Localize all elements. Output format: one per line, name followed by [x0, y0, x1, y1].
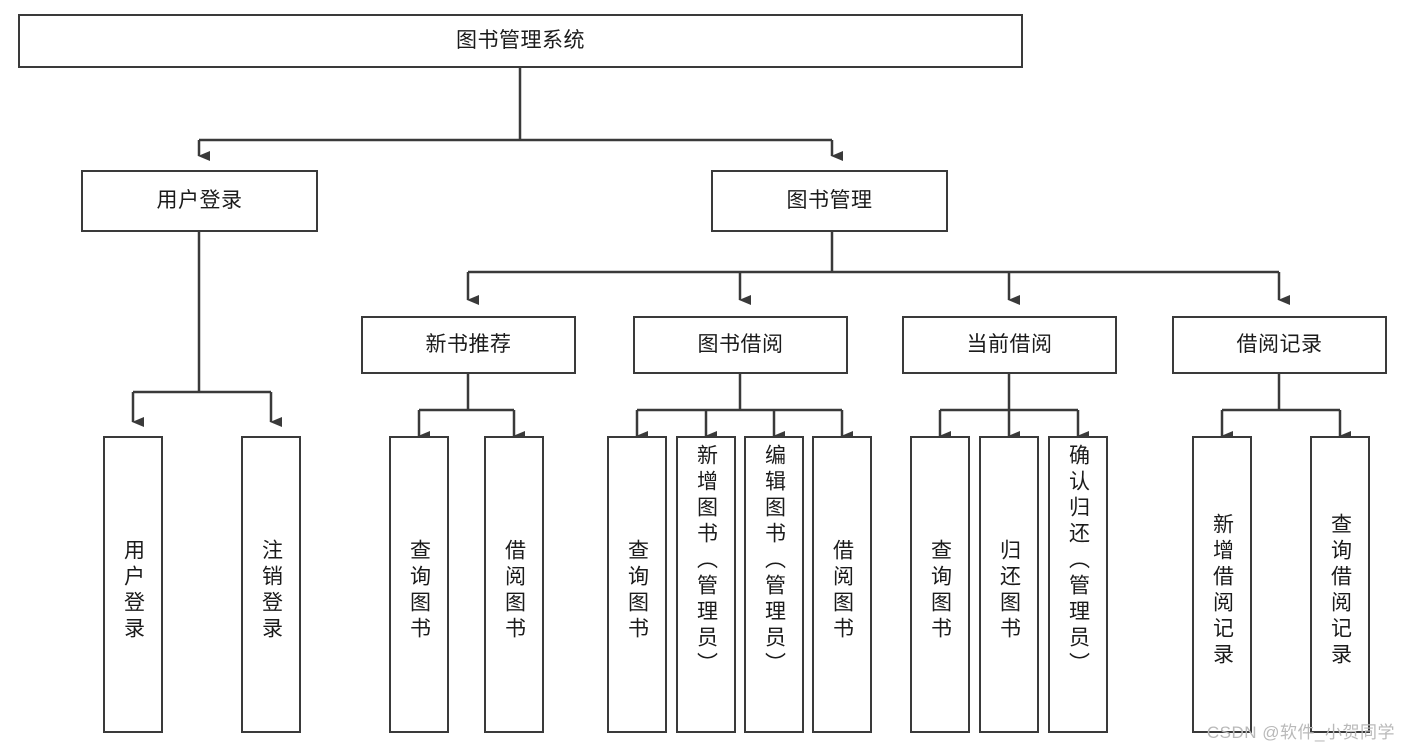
- node-root-book-management-system[interactable]: 图书管理系统: [18, 14, 1023, 68]
- node-label: 查询借阅记录: [1328, 512, 1352, 669]
- csdn-watermark: CSDN @软件_小贺同学: [1206, 723, 1395, 742]
- node-leaf-borrow-book-recommend[interactable]: 借阅图书: [484, 436, 544, 733]
- node-label: 归还图书: [997, 538, 1021, 643]
- node-leaf-query-book-borrow[interactable]: 查询图书: [607, 436, 667, 733]
- node-new-book-recommend[interactable]: 新书推荐: [361, 316, 576, 374]
- node-borrow-record[interactable]: 借阅记录: [1172, 316, 1387, 374]
- node-label: 新增借阅记录: [1210, 512, 1234, 669]
- node-label: 借阅记录: [1236, 332, 1323, 356]
- node-leaf-logout[interactable]: 注销登录: [241, 436, 301, 733]
- node-leaf-query-book-recommend[interactable]: 查询图书: [389, 436, 449, 733]
- node-label: 当前借阅: [966, 332, 1053, 356]
- node-label: 用户登录: [121, 538, 145, 643]
- node-label: 注销登录: [259, 538, 283, 643]
- node-book-management[interactable]: 图书管理: [711, 170, 948, 232]
- node-leaf-edit-book-admin[interactable]: 编辑图书（管理员）: [744, 436, 804, 733]
- node-label: 新书推荐: [425, 332, 512, 356]
- node-label: 图书管理: [786, 188, 873, 212]
- node-label: 编辑图书（管理员）: [762, 444, 786, 678]
- node-label: 确认归还（管理员）: [1066, 444, 1090, 678]
- node-leaf-confirm-return-admin[interactable]: 确认归还（管理员）: [1048, 436, 1108, 733]
- node-user-login[interactable]: 用户登录: [81, 170, 318, 232]
- node-label: 借阅图书: [502, 538, 526, 643]
- node-leaf-borrow-book[interactable]: 借阅图书: [812, 436, 872, 733]
- node-current-borrow[interactable]: 当前借阅: [902, 316, 1117, 374]
- node-label: 图书管理系统: [456, 28, 585, 52]
- node-leaf-add-book-admin[interactable]: 新增图书（管理员）: [676, 436, 736, 733]
- node-label: 借阅图书: [830, 538, 854, 643]
- node-book-borrow[interactable]: 图书借阅: [633, 316, 848, 374]
- node-label: 图书借阅: [697, 332, 784, 356]
- node-leaf-query-borrow-record[interactable]: 查询借阅记录: [1310, 436, 1370, 733]
- node-leaf-return-book[interactable]: 归还图书: [979, 436, 1039, 733]
- node-leaf-user-login[interactable]: 用户登录: [103, 436, 163, 733]
- node-label: 查询图书: [625, 538, 649, 643]
- node-label: 查询图书: [928, 538, 952, 643]
- node-label: 新增图书（管理员）: [694, 444, 718, 678]
- node-label: 查询图书: [407, 538, 431, 643]
- node-label: 用户登录: [156, 188, 243, 212]
- node-leaf-query-book-current[interactable]: 查询图书: [910, 436, 970, 733]
- node-leaf-add-borrow-record[interactable]: 新增借阅记录: [1192, 436, 1252, 733]
